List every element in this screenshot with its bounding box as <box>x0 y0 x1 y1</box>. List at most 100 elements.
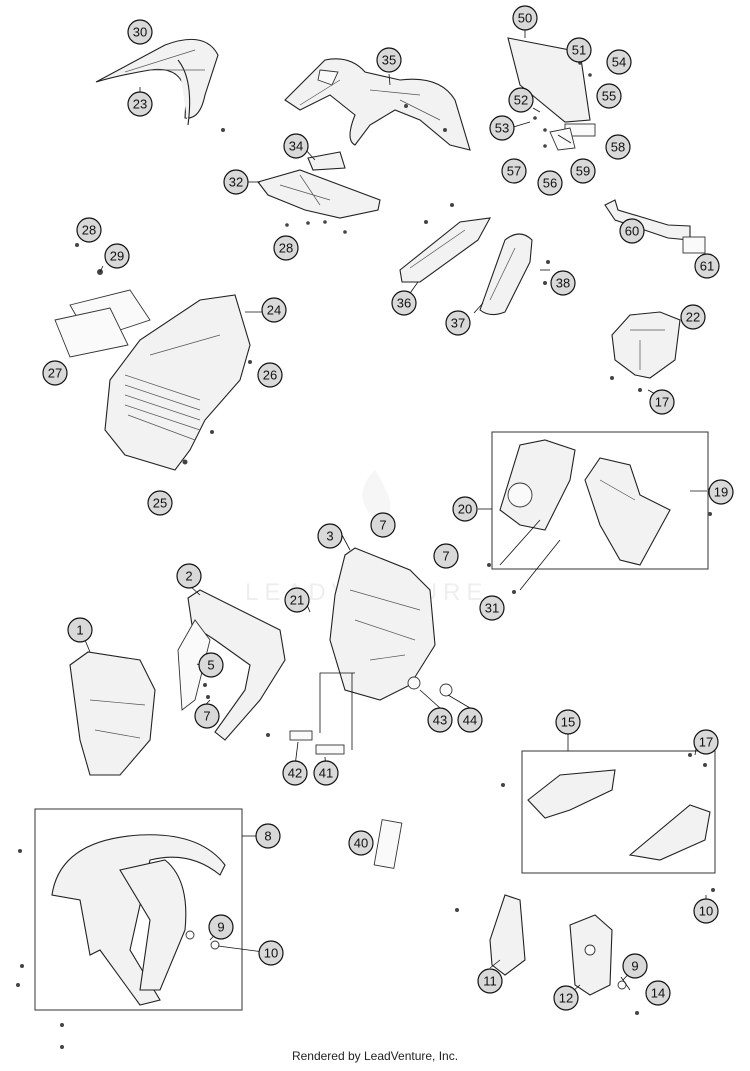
svg-text:9: 9 <box>631 959 638 974</box>
svg-text:38: 38 <box>556 276 570 291</box>
svg-text:37: 37 <box>451 316 465 331</box>
group-box-8 <box>34 808 243 1011</box>
callout-14: 14 <box>645 980 671 1006</box>
callout-12: 12 <box>553 985 579 1011</box>
callout-25: 25 <box>147 490 173 516</box>
svg-text:34: 34 <box>289 139 303 154</box>
callout-15: 15 <box>555 709 581 735</box>
callout-27: 27 <box>42 360 68 386</box>
part-50-bracket <box>507 37 596 151</box>
callout-11: 11 <box>477 968 503 994</box>
part-20-covers <box>487 439 712 594</box>
callout-9a: 9 <box>208 914 234 940</box>
svg-text:5: 5 <box>207 658 214 673</box>
svg-text:2: 2 <box>185 569 192 584</box>
callout-51: 51 <box>566 37 592 63</box>
callout-31: 31 <box>479 595 505 621</box>
svg-text:9: 9 <box>217 920 224 935</box>
svg-text:7: 7 <box>379 518 386 533</box>
part-27-screen <box>54 289 151 358</box>
svg-text:21: 21 <box>290 593 304 608</box>
svg-text:28: 28 <box>82 223 96 238</box>
callout-44: 44 <box>457 707 483 733</box>
part-30-cover <box>95 38 225 132</box>
bolt-28a <box>75 243 79 247</box>
svg-text:32: 32 <box>229 175 243 190</box>
svg-text:54: 54 <box>612 55 626 70</box>
callout-38: 38 <box>550 270 576 296</box>
callout-43: 43 <box>427 707 453 733</box>
part-35-tail <box>284 58 471 151</box>
callout-24: 24 <box>261 297 287 323</box>
svg-text:10: 10 <box>264 946 278 961</box>
part-37-cover <box>479 233 550 316</box>
svg-text:57: 57 <box>507 164 521 179</box>
svg-text:1: 1 <box>76 623 83 638</box>
svg-text:35: 35 <box>382 53 396 68</box>
svg-text:7: 7 <box>442 549 449 564</box>
callout-30: 30 <box>127 19 153 45</box>
callout-22: 22 <box>680 304 706 330</box>
callout-50: 50 <box>512 5 538 31</box>
svg-text:58: 58 <box>611 140 625 155</box>
callout-17b: 17 <box>693 729 719 755</box>
svg-text:53: 53 <box>495 121 509 136</box>
svg-text:61: 61 <box>700 259 714 274</box>
svg-text:10: 10 <box>699 904 713 919</box>
part-1-headlight-mask <box>69 651 156 776</box>
svg-text:3: 3 <box>326 529 333 544</box>
callout-61: 61 <box>694 253 720 279</box>
svg-text:51: 51 <box>572 43 586 58</box>
callout-1: 1 <box>67 617 93 643</box>
callout-7c: 7 <box>194 703 220 729</box>
svg-text:14: 14 <box>651 986 665 1001</box>
bolt-26 <box>248 360 252 364</box>
svg-text:17: 17 <box>699 735 713 750</box>
callout-17: 17 <box>649 389 675 415</box>
callout-37: 37 <box>445 310 471 336</box>
callout-35: 35 <box>376 47 402 73</box>
svg-text:12: 12 <box>559 991 573 1006</box>
callout-20: 20 <box>452 496 478 522</box>
svg-text:23: 23 <box>133 97 147 112</box>
svg-text:25: 25 <box>153 496 167 511</box>
part-12-cover <box>569 914 639 1015</box>
callout-60: 60 <box>619 218 645 244</box>
svg-text:43: 43 <box>433 713 447 728</box>
callout-29: 29 <box>104 243 130 269</box>
callout-52: 52 <box>508 87 534 113</box>
svg-text:7: 7 <box>203 709 210 724</box>
part-3-inner-fairing <box>329 547 453 701</box>
callout-56: 56 <box>537 170 563 196</box>
callout-3: 3 <box>317 523 343 549</box>
callout-7a: 7 <box>370 512 396 538</box>
svg-text:36: 36 <box>397 296 411 311</box>
part-60-strip <box>604 199 691 241</box>
svg-text:55: 55 <box>602 89 616 104</box>
footer-credit: Rendered by LeadVenture, Inc. <box>291 1049 459 1063</box>
callout-34: 34 <box>283 133 309 159</box>
svg-text:28: 28 <box>279 241 293 256</box>
svg-text:15: 15 <box>561 715 575 730</box>
callout-5: 5 <box>198 652 224 678</box>
svg-text:56: 56 <box>543 176 557 191</box>
svg-text:24: 24 <box>267 303 281 318</box>
svg-text:8: 8 <box>264 829 271 844</box>
part-41-42-pins <box>266 730 345 755</box>
callout-21: 21 <box>284 587 310 613</box>
callout-55: 55 <box>596 83 622 109</box>
svg-text:31: 31 <box>485 601 499 616</box>
callout-41: 41 <box>313 760 339 786</box>
callout-10a: 10 <box>693 898 719 924</box>
callout-28: 28 <box>273 235 299 261</box>
callout-59: 59 <box>570 158 596 184</box>
svg-text:59: 59 <box>576 164 590 179</box>
callout-23: 23 <box>127 91 153 117</box>
callout-40: 40 <box>348 830 374 856</box>
callout-9b: 9 <box>622 953 648 979</box>
callout-54: 54 <box>606 49 632 75</box>
callout-53: 53 <box>489 115 515 141</box>
callout-8: 8 <box>255 823 281 849</box>
part-36-cover <box>399 203 492 283</box>
svg-text:20: 20 <box>458 502 472 517</box>
